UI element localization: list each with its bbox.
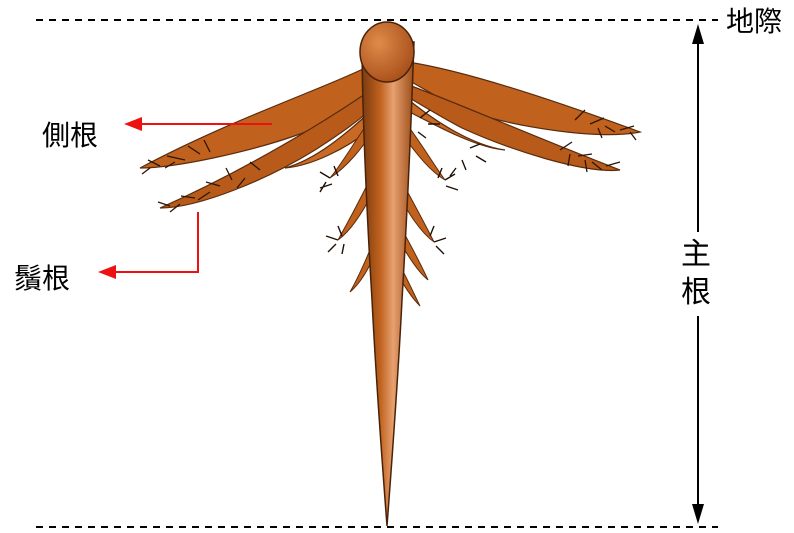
ground-level-label: 地際 [726, 8, 782, 36]
right-lateral-roots [402, 62, 640, 172]
left-lateral-roots [140, 68, 372, 212]
taproot-crown [360, 22, 414, 82]
main-root-label: 主根 [678, 232, 714, 316]
fibrous-root-pointer [98, 212, 198, 279]
fibrous-root-label: 鬚根 [14, 265, 70, 293]
main-root-label-char: 根 [678, 274, 714, 312]
main-root-label-char: 主 [678, 236, 714, 274]
lateral-root-label: 側根 [42, 122, 98, 150]
